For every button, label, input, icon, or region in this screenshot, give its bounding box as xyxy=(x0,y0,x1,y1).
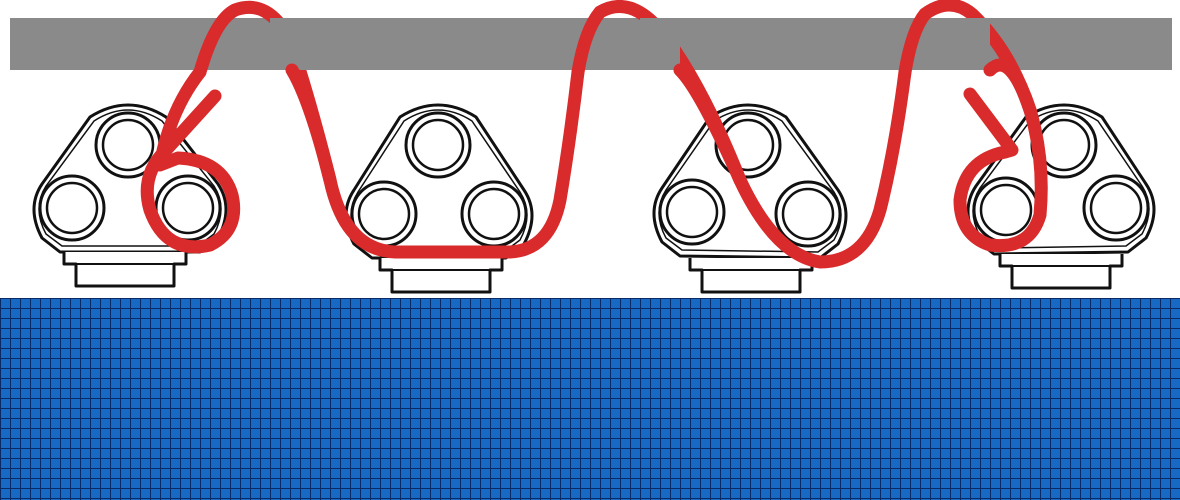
tie-down-clip xyxy=(344,103,534,294)
bar-overlap xyxy=(950,18,990,70)
clip-hole-inner xyxy=(665,185,719,239)
clip-hole-inner xyxy=(467,187,521,241)
bar-overlap xyxy=(640,18,680,70)
clip-foot xyxy=(998,254,1124,290)
clip-hole-inner xyxy=(781,187,835,241)
clip-hole-inner xyxy=(101,118,155,172)
clip-hole-inner xyxy=(1089,181,1143,235)
rope-segment xyxy=(140,65,241,254)
rope-segment xyxy=(898,0,1048,253)
clip-hole-inner xyxy=(161,181,215,235)
clip-hole-inner xyxy=(411,118,465,172)
clip-hole-inner xyxy=(357,187,411,241)
tie-down-clip xyxy=(32,103,228,288)
clip-hole-inner xyxy=(45,181,99,235)
tie-down-clip xyxy=(966,103,1156,290)
bar-overlap xyxy=(270,18,310,70)
clip-foot xyxy=(62,252,188,288)
mesh-panel xyxy=(0,298,1180,500)
clip-hole-inner xyxy=(979,183,1033,237)
rope-segment xyxy=(673,63,747,187)
rope-segment xyxy=(285,63,337,187)
rope-segment xyxy=(983,58,1037,117)
clip-foot xyxy=(688,258,814,294)
clip-foot xyxy=(378,258,504,294)
